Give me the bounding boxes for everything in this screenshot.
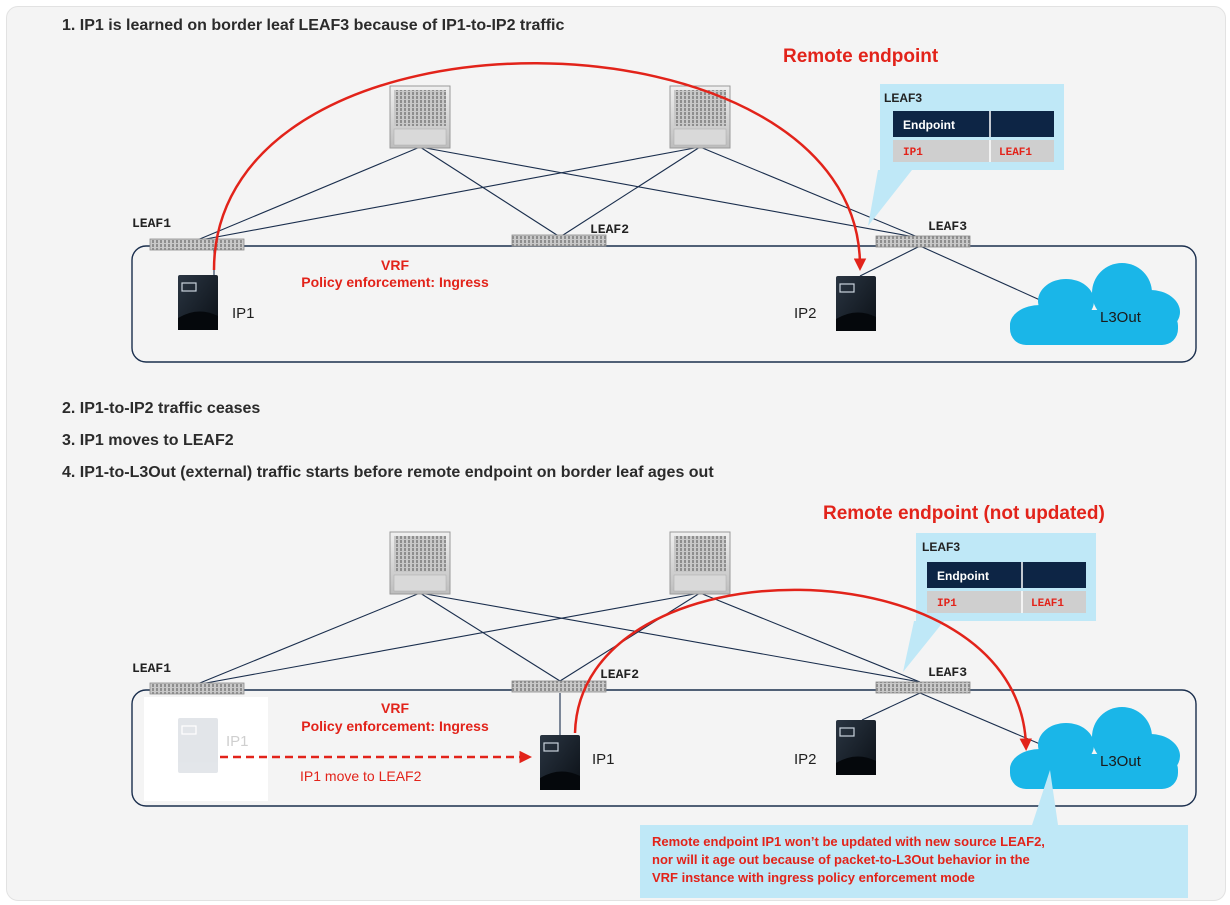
fabric-links xyxy=(194,592,1041,745)
table-endpoint: IP1 xyxy=(903,147,923,159)
spine-switch-icon xyxy=(669,531,731,595)
policy-label: Policy enforcement: Ingress xyxy=(301,274,489,290)
ip1-old-location xyxy=(144,697,268,801)
table-endpoint: IP1 xyxy=(937,598,957,610)
leaf-switch-icon xyxy=(875,681,971,694)
note-callout: Remote endpoint IP1 won’t be updated wit… xyxy=(640,770,1188,898)
traffic-arrow xyxy=(212,62,867,271)
server-icon xyxy=(836,276,876,331)
leaf1-label: LEAF1 xyxy=(132,216,171,231)
l3out-label: L3Out xyxy=(1100,309,1142,326)
policy-label: Policy enforcement: Ingress xyxy=(301,718,489,734)
leaf3-label: LEAF3 xyxy=(928,219,967,234)
spine-switch-icon xyxy=(389,85,451,149)
vrf-label: VRF xyxy=(381,257,409,273)
vrf-label: VRF xyxy=(381,700,409,716)
server-icon xyxy=(178,718,218,773)
spine-switch-icon xyxy=(389,531,451,595)
table-location: LEAF1 xyxy=(999,147,1032,159)
callout-title: LEAF3 xyxy=(884,91,922,105)
leaf-switch-icon xyxy=(149,682,245,695)
remote-endpoint-not-updated-label: Remote endpoint (not updated) xyxy=(823,503,1105,524)
callout-title: LEAF3 xyxy=(922,540,960,554)
note-line-3: VRF instance with ingress policy enforce… xyxy=(652,870,975,885)
leaf3-label: LEAF3 xyxy=(928,665,967,680)
ip1-new-label: IP1 xyxy=(592,751,615,768)
table-location: LEAF1 xyxy=(1031,598,1064,610)
leaf-switch-icon xyxy=(511,680,607,693)
l3out-label: L3Out xyxy=(1100,753,1142,770)
note-line-1: Remote endpoint IP1 won’t be updated wit… xyxy=(652,834,1045,849)
server-icon xyxy=(836,720,876,775)
leaf3-endpoint-callout: LEAF3 Endpoint IP1 LEAF1 xyxy=(903,533,1096,672)
step-2-text: 2. IP1-to-IP2 traffic ceases xyxy=(62,400,260,417)
leaf-switch-icon xyxy=(511,234,607,247)
table-header: Endpoint xyxy=(937,569,989,583)
leaf-switch-icon xyxy=(149,238,245,251)
ip1-label: IP1 xyxy=(232,305,255,322)
leaf3-endpoint-callout: LEAF3 Endpoint IP1 LEAF1 xyxy=(868,84,1064,226)
leaf-switch-icon xyxy=(875,235,971,248)
leaf1-label: LEAF1 xyxy=(132,661,171,676)
vrf-box xyxy=(131,245,1197,363)
vrf-box xyxy=(131,689,1197,807)
traffic-arrow xyxy=(573,588,1033,751)
ip2-label: IP2 xyxy=(794,305,817,322)
step-1-text: 1. IP1 is learned on border leaf LEAF3 b… xyxy=(62,17,564,34)
server-icon xyxy=(540,735,580,790)
move-label: IP1 move to LEAF2 xyxy=(300,768,422,784)
ip1-old-label: IP1 xyxy=(226,733,249,750)
table-header: Endpoint xyxy=(903,118,955,132)
step-3-text: 3. IP1 moves to LEAF2 xyxy=(62,432,234,449)
server-icon xyxy=(178,275,218,330)
spine-switch-icon xyxy=(669,85,731,149)
fabric-links xyxy=(194,146,1041,301)
leaf2-label: LEAF2 xyxy=(600,667,639,682)
remote-endpoint-label: Remote endpoint xyxy=(783,46,939,67)
step-4-text: 4. IP1-to-L3Out (external) traffic start… xyxy=(62,464,714,481)
cloud-icon xyxy=(1010,263,1180,345)
note-line-2: nor will it age out because of packet-to… xyxy=(652,852,1030,867)
leaf2-label: LEAF2 xyxy=(590,222,629,237)
ip2-label: IP2 xyxy=(794,751,817,768)
cloud-icon xyxy=(1010,707,1180,789)
